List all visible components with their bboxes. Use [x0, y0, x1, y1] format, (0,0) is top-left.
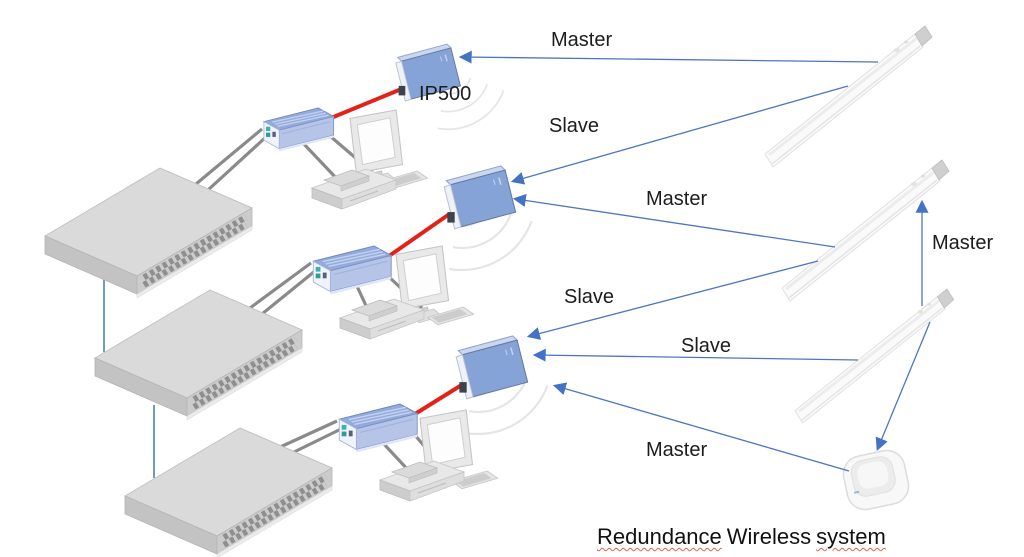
- connection-line-slave-2: [526, 260, 819, 340]
- title-word-system: system: [816, 524, 886, 549]
- connection-line-slave-1: [510, 85, 849, 185]
- cable-red-pbx2-wd2: [387, 213, 450, 258]
- connection-line-master-1: [458, 50, 879, 64]
- pbx-unit-1: [263, 107, 335, 153]
- label-master-mid: Master: [646, 188, 708, 210]
- cable-switch2-pbx2-b: [260, 269, 317, 316]
- light-fixture-1: [763, 24, 934, 169]
- pbx-unit-3: [338, 403, 418, 454]
- cable-switch1-pbx1-b: [206, 135, 268, 192]
- red-cables: [329, 88, 462, 416]
- cable-red-pbx3-wd3: [413, 384, 462, 416]
- switch-2: [95, 290, 302, 420]
- wireless-unit-2: [443, 165, 517, 230]
- connection-line-master-sensor: [552, 382, 850, 472]
- label-slave-2: Slave: [564, 286, 615, 308]
- cable-switch3-pbx3-b: [289, 427, 342, 456]
- sensor-status-mark: [853, 490, 860, 494]
- connection-line-slave-3: [532, 348, 859, 362]
- connection-line-master-2: [512, 194, 836, 248]
- label-slave-3: Slave: [681, 335, 732, 357]
- cable-red-pbx1-wd1: [329, 88, 401, 120]
- wireless-unit-3: [455, 335, 529, 400]
- title-word-wireless: Wireless: [726, 524, 812, 549]
- label-ip500: IP500: [419, 83, 472, 105]
- title-word-redundance: Redundance: [597, 524, 722, 549]
- switch-1: [45, 168, 252, 298]
- workstation-desktop-1: [311, 168, 397, 210]
- occupancy-sensor: [842, 449, 910, 511]
- label-master-top: Master: [551, 29, 613, 51]
- cable-switch3-pbx3-a: [277, 419, 338, 450]
- pbx-unit-2: [312, 245, 392, 296]
- wireless-links: [458, 50, 931, 472]
- light-fixture-2: [780, 158, 951, 303]
- cable-pbx1-desktop1: [300, 140, 340, 182]
- workstation-desktop-2: [339, 298, 425, 340]
- label-slave-1: Slave: [549, 115, 600, 137]
- workstation-desktop-3: [379, 460, 465, 502]
- light-fixture-3: [793, 287, 956, 425]
- connection-line-fixture3-sensor: [875, 321, 931, 452]
- label-master-bottom: Master: [646, 439, 708, 461]
- cable-switch1-pbx1-a: [194, 127, 264, 186]
- cable-switch2-pbx2-a: [249, 261, 312, 310]
- label-master-right: Master: [932, 232, 994, 254]
